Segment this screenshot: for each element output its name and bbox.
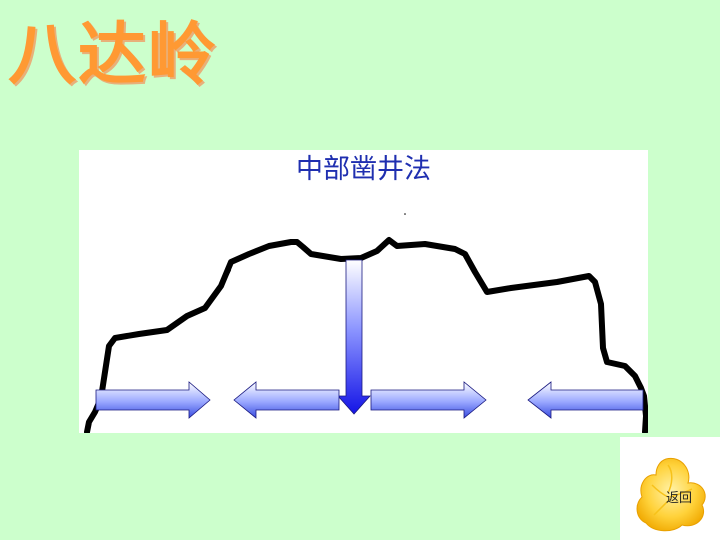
arrow-left-from-shaft xyxy=(233,381,340,419)
arrow-right-from-shaft xyxy=(370,381,487,419)
tunnel-diagram-canvas xyxy=(84,213,648,433)
arrow-left-right-portal xyxy=(527,381,644,419)
page-title: 八达岭 xyxy=(8,16,219,95)
mountain-outline xyxy=(84,237,648,433)
marker-dot xyxy=(404,213,406,215)
mountain-outline-shadow xyxy=(93,268,605,414)
back-button-label[interactable]: 返回 xyxy=(666,491,693,506)
back-button[interactable] xyxy=(632,455,712,533)
shaft-arrow-down xyxy=(337,259,371,415)
yellow-flower-icon xyxy=(636,457,706,532)
figure-title: 中部凿井法 xyxy=(296,154,431,185)
tunnel-diagram: 中部凿井法 xyxy=(79,150,648,433)
arrow-right-left-portal xyxy=(95,381,211,419)
